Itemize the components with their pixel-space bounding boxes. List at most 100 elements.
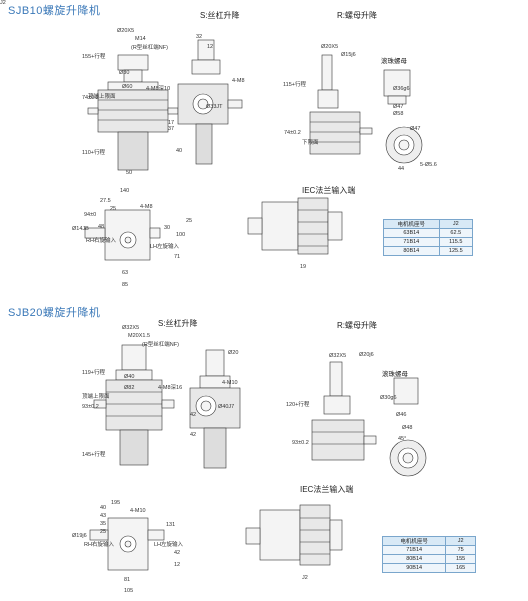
header-cell: J2 — [445, 536, 476, 546]
header-cell: 电机机座号 — [383, 219, 440, 229]
dimension-label: 4-M8 — [140, 204, 153, 210]
header-cell: 电机机座号 — [381, 536, 447, 546]
table-cell: 125.5 — [438, 246, 474, 256]
dimension-label: Ø32X5 — [329, 353, 347, 359]
dimension-label: 4-M8深16 — [158, 385, 183, 391]
dimension-label: 4-M10 — [130, 508, 146, 514]
dimension-label: Ø30g6 — [380, 395, 397, 401]
dimension-label: Ø20X5 — [321, 44, 339, 50]
dimension-label: 下限面 — [302, 140, 319, 146]
dimension-label: 35 — [100, 521, 107, 527]
dimension-label: Ø33JT — [206, 104, 223, 110]
dimension-label: (R型丝杠端NF) — [142, 342, 179, 348]
dimension-label: Ø48 — [402, 425, 413, 431]
dimension-label: 195 — [111, 500, 121, 506]
table-cell: 71B14 — [383, 237, 440, 247]
dimension-label: 40 — [100, 505, 107, 511]
dimension-label: 74±0.2 — [284, 130, 301, 136]
table-cell: 75 — [445, 545, 476, 555]
dimension-label: 131 — [166, 522, 176, 528]
dimension-label: 63 — [122, 270, 129, 276]
dimension-label: 85 — [122, 282, 129, 288]
dimension-label: 40 — [176, 148, 183, 154]
dimension-label: 100 — [176, 232, 186, 238]
dimension-label: 顶端上限面 — [88, 94, 116, 100]
dimension-label: 19 — [300, 264, 307, 270]
dimension-label: 25 — [186, 218, 193, 224]
dimension-label: J2 — [302, 575, 308, 581]
dimension-label: 4-M10 — [222, 380, 238, 386]
dimension-label: 27.5 — [100, 198, 111, 204]
table-cell: 165 — [445, 563, 476, 573]
dimension-label: 119+行程 — [82, 370, 105, 376]
dimension-label: Ø46 — [396, 412, 407, 418]
dimension-label: 43 — [100, 513, 107, 519]
sjb10-s-title: S:丝杠升降 — [200, 11, 240, 20]
dimension-label: 32 — [196, 34, 203, 40]
dimension-label: 145+行程 — [82, 452, 106, 458]
header-cell: J2 — [438, 219, 474, 229]
dimension-label: 93±0.2 — [82, 404, 99, 410]
table-cell: 90B14 — [381, 563, 447, 573]
dimension-label: M20X1.5 — [128, 333, 151, 339]
dimension-label: 5-Ø5.6 — [420, 162, 437, 168]
dimension-label: 30 — [164, 225, 171, 231]
dimension-label: Ø40J7 — [218, 404, 235, 410]
dimension-label: Ø40 — [124, 374, 135, 380]
dimension-label: 25 — [110, 206, 117, 212]
dimension-label: 94±0 — [84, 212, 97, 218]
dimension-label: 37 — [168, 126, 175, 132]
dimension-label: LH左旋输入 — [150, 244, 180, 250]
dimension-label: Ø82 — [124, 385, 135, 391]
dimension-label: Ø19j6 — [72, 533, 87, 539]
table-cell: 80B14 — [383, 246, 440, 256]
dimension-label: M14 — [135, 36, 146, 42]
dimension-label: Ø47 — [410, 126, 421, 132]
table-cell: 63B14 — [383, 228, 440, 238]
dimension-label: Ø58 — [393, 111, 404, 117]
dimension-label: 48 — [98, 224, 105, 230]
sjb20-title: SJB20螺旋升降机 — [8, 307, 101, 319]
table-cell: 80B14 — [381, 554, 447, 564]
dimension-label: 42 — [174, 550, 181, 556]
dimension-label: 42 — [190, 432, 197, 438]
table-cell: 155 — [445, 554, 476, 564]
dimension-label: RH右旋输入 — [84, 542, 114, 548]
sjb10-iec-title: IEC法兰输入端 — [302, 186, 356, 195]
dimension-label: Ø15j6 — [341, 52, 356, 58]
sjb20-ballnut: 滚珠螺母 — [382, 371, 408, 378]
dimension-label: 25 — [100, 529, 107, 535]
sjb20-iec-title: IEC法兰输入端 — [300, 485, 354, 494]
dimension-label: Ø36g6 — [393, 86, 410, 92]
sjb10-title: SJB10螺旋升降机 — [8, 5, 101, 17]
sjb20-s-title: S:丝杠升降 — [158, 319, 198, 328]
dimension-label: 4-M8 — [232, 78, 245, 84]
dimension-label: Ø14JB — [72, 226, 89, 232]
dimension-label: 4-M8深10 — [146, 86, 171, 92]
dimension-label: 12 — [174, 562, 181, 568]
dimension-label: RH右旋输入 — [86, 238, 116, 244]
sjb10-r-title: R:螺母升降 — [337, 11, 377, 20]
dimension-label: Ø60 — [122, 84, 133, 90]
dimension-label: Ø20X5 — [117, 28, 135, 34]
dimension-label: 74±0.2 — [82, 95, 99, 101]
dimension-label: 105 — [124, 588, 134, 594]
dimension-label: Ø30 — [119, 70, 130, 76]
dimension-label: 155+行程 — [82, 54, 106, 60]
dimension-label: 17 — [168, 120, 175, 126]
dimension-label: (R型丝杠端NF) — [131, 45, 168, 51]
dimension-label: Ø20 — [228, 350, 239, 356]
dimension-label: LH左旋输入 — [154, 542, 184, 548]
dimension-label: 115+行程 — [283, 82, 306, 88]
dimension-label: 45° — [398, 436, 407, 442]
dimension-label: 顶端上限面 — [82, 394, 110, 400]
table-cell: 71B14 — [381, 545, 447, 555]
sjb20-r-title: R:螺母升降 — [337, 321, 377, 330]
dimension-label: 50 — [126, 170, 133, 176]
table-cell: 62.5 — [438, 228, 474, 238]
dimension-label: Ø47 — [393, 104, 404, 110]
dimension-label: 120+行程 — [286, 402, 310, 408]
